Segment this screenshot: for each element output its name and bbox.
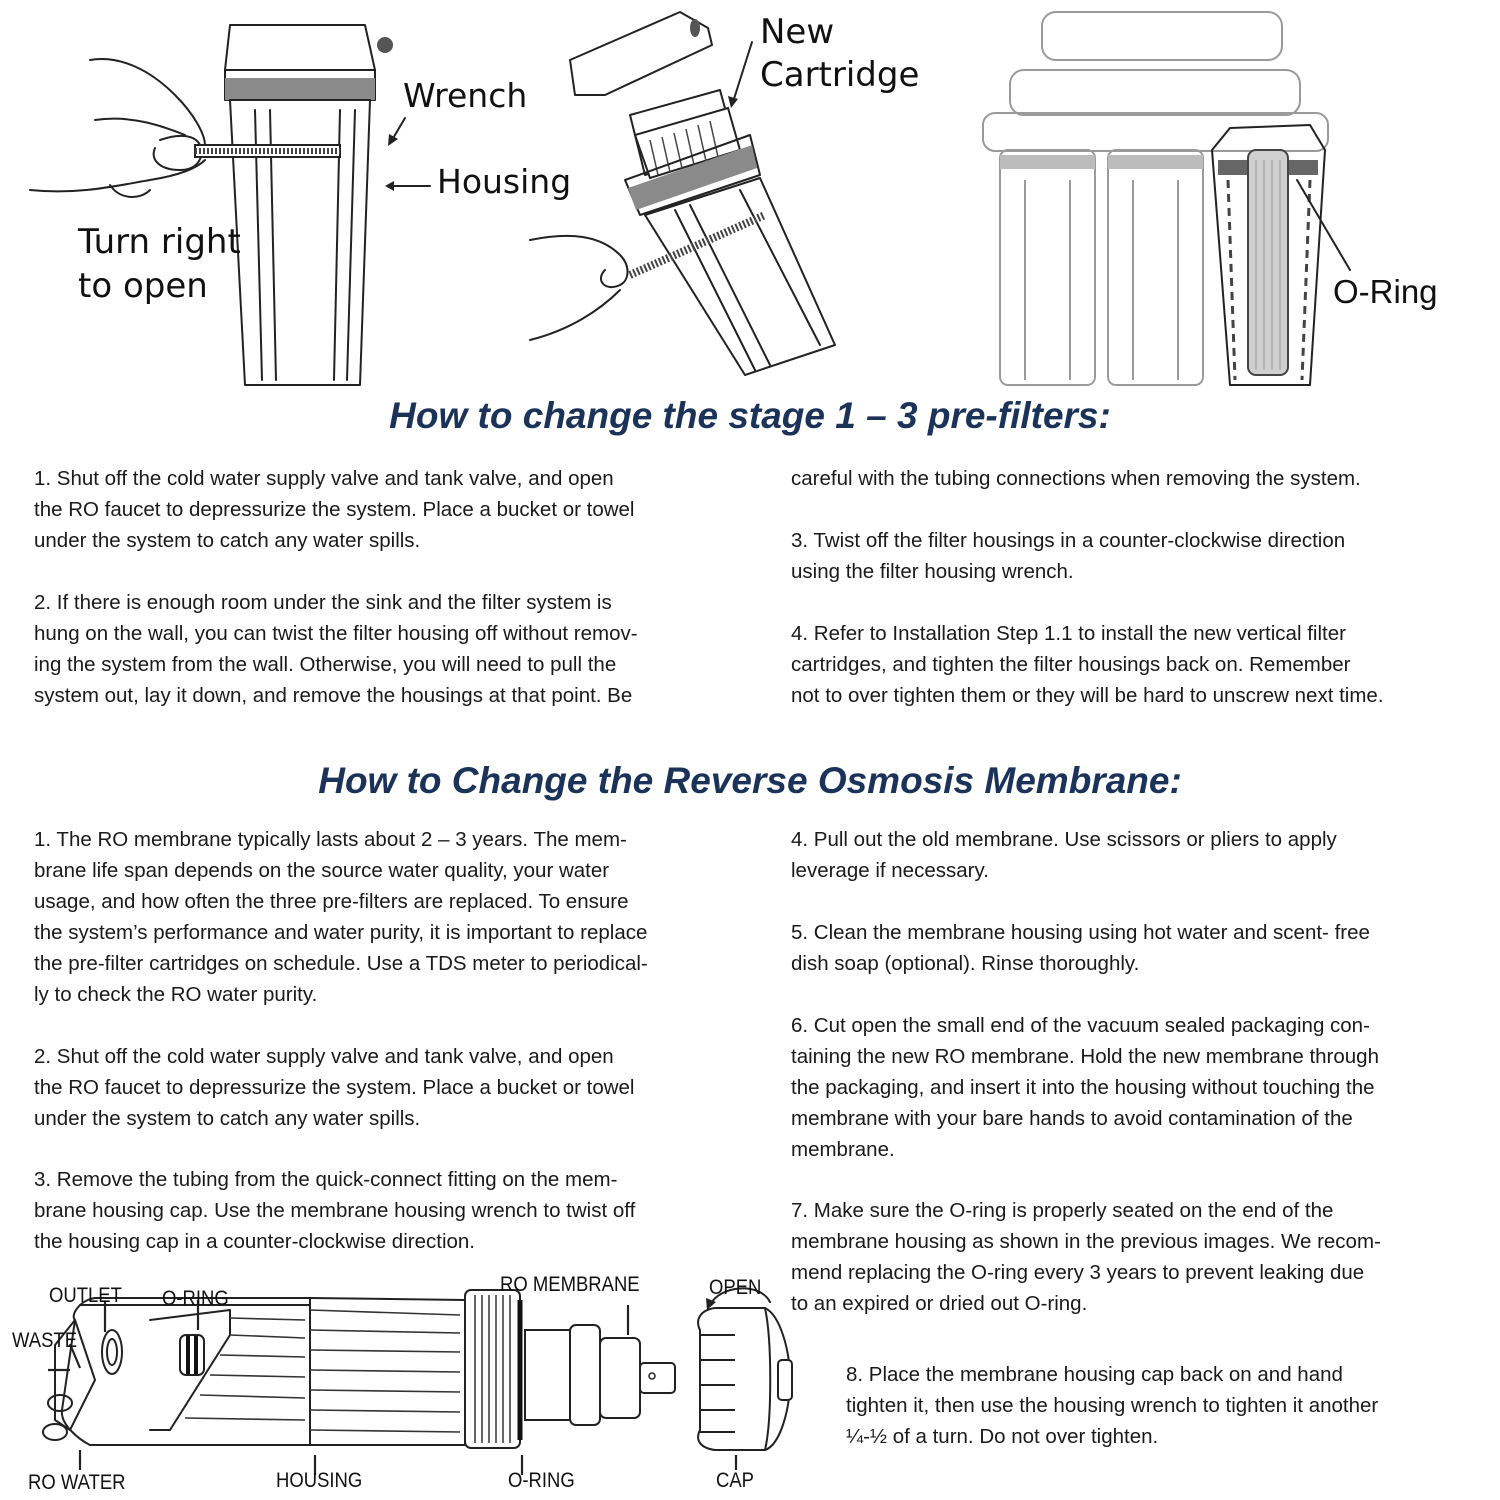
membrane-step-6: 6. Cut open the small end of the vacuum … <box>791 1014 1379 1161</box>
membrane-step-5: 5. Clean the membrane housing using hot … <box>791 921 1370 975</box>
new-cartridge-illustration <box>529 11 836 376</box>
membrane-step-8: 8. Place the membrane housing cap back o… <box>846 1363 1379 1448</box>
turn-right-label-line1: Turn right <box>78 222 241 262</box>
outlet-label: OUTLET <box>49 1284 122 1307</box>
open-label: OPEN <box>709 1276 762 1299</box>
filter-housing-wrench-illustration <box>29 24 431 386</box>
prefilter-step-4: 4. Refer to Installation Step 1.1 to ins… <box>791 622 1384 707</box>
o-ring-bottom-label: O-RING <box>508 1469 575 1492</box>
housing-label: Housing <box>437 162 572 201</box>
ro-water-label: RO WATER <box>28 1471 126 1494</box>
prefilter-step-2-continued: careful with the tubing connections when… <box>791 467 1361 490</box>
membrane-step-4: 4. Pull out the old membrane. Use scisso… <box>791 828 1337 882</box>
prefilter-step-1: 1. Shut off the cold water supply valve … <box>34 467 635 552</box>
new-cartridge-label-line2: Cartridge <box>760 55 920 95</box>
o-ring-top-label: O-RING <box>162 1287 229 1310</box>
ro-system-oring-illustration <box>982 11 1351 386</box>
waste-label: WASTE <box>12 1329 78 1352</box>
housing-label-diagram: HOUSING <box>276 1469 363 1492</box>
o-ring-label: O-Ring <box>1333 273 1438 310</box>
membrane-housing-diagram <box>42 1287 793 1475</box>
prefilter-section-heading: How to change the stage 1 – 3 pre-filter… <box>389 395 1111 436</box>
wrench-label: Wrench <box>403 76 528 115</box>
membrane-section-heading: How to Change the Reverse Osmosis Membra… <box>318 760 1182 801</box>
membrane-step-1: 1. The RO membrane typically lasts about… <box>34 828 648 1006</box>
membrane-step-3: 3. Remove the tubing from the quick-conn… <box>34 1168 636 1253</box>
membrane-step-7: 7. Make sure the O-ring is properly seat… <box>791 1199 1381 1315</box>
membrane-step-2: 2. Shut off the cold water supply valve … <box>34 1045 635 1130</box>
cap-label: CAP <box>716 1469 755 1492</box>
ro-membrane-label: RO MEMBRANE <box>500 1273 640 1296</box>
turn-right-label-line2: to open <box>78 266 208 306</box>
prefilter-step-2: 2. If there is enough room under the sin… <box>34 591 638 707</box>
prefilter-step-3: 3. Twist off the filter housings in a co… <box>791 529 1346 583</box>
new-cartridge-label-line1: New <box>760 12 835 52</box>
